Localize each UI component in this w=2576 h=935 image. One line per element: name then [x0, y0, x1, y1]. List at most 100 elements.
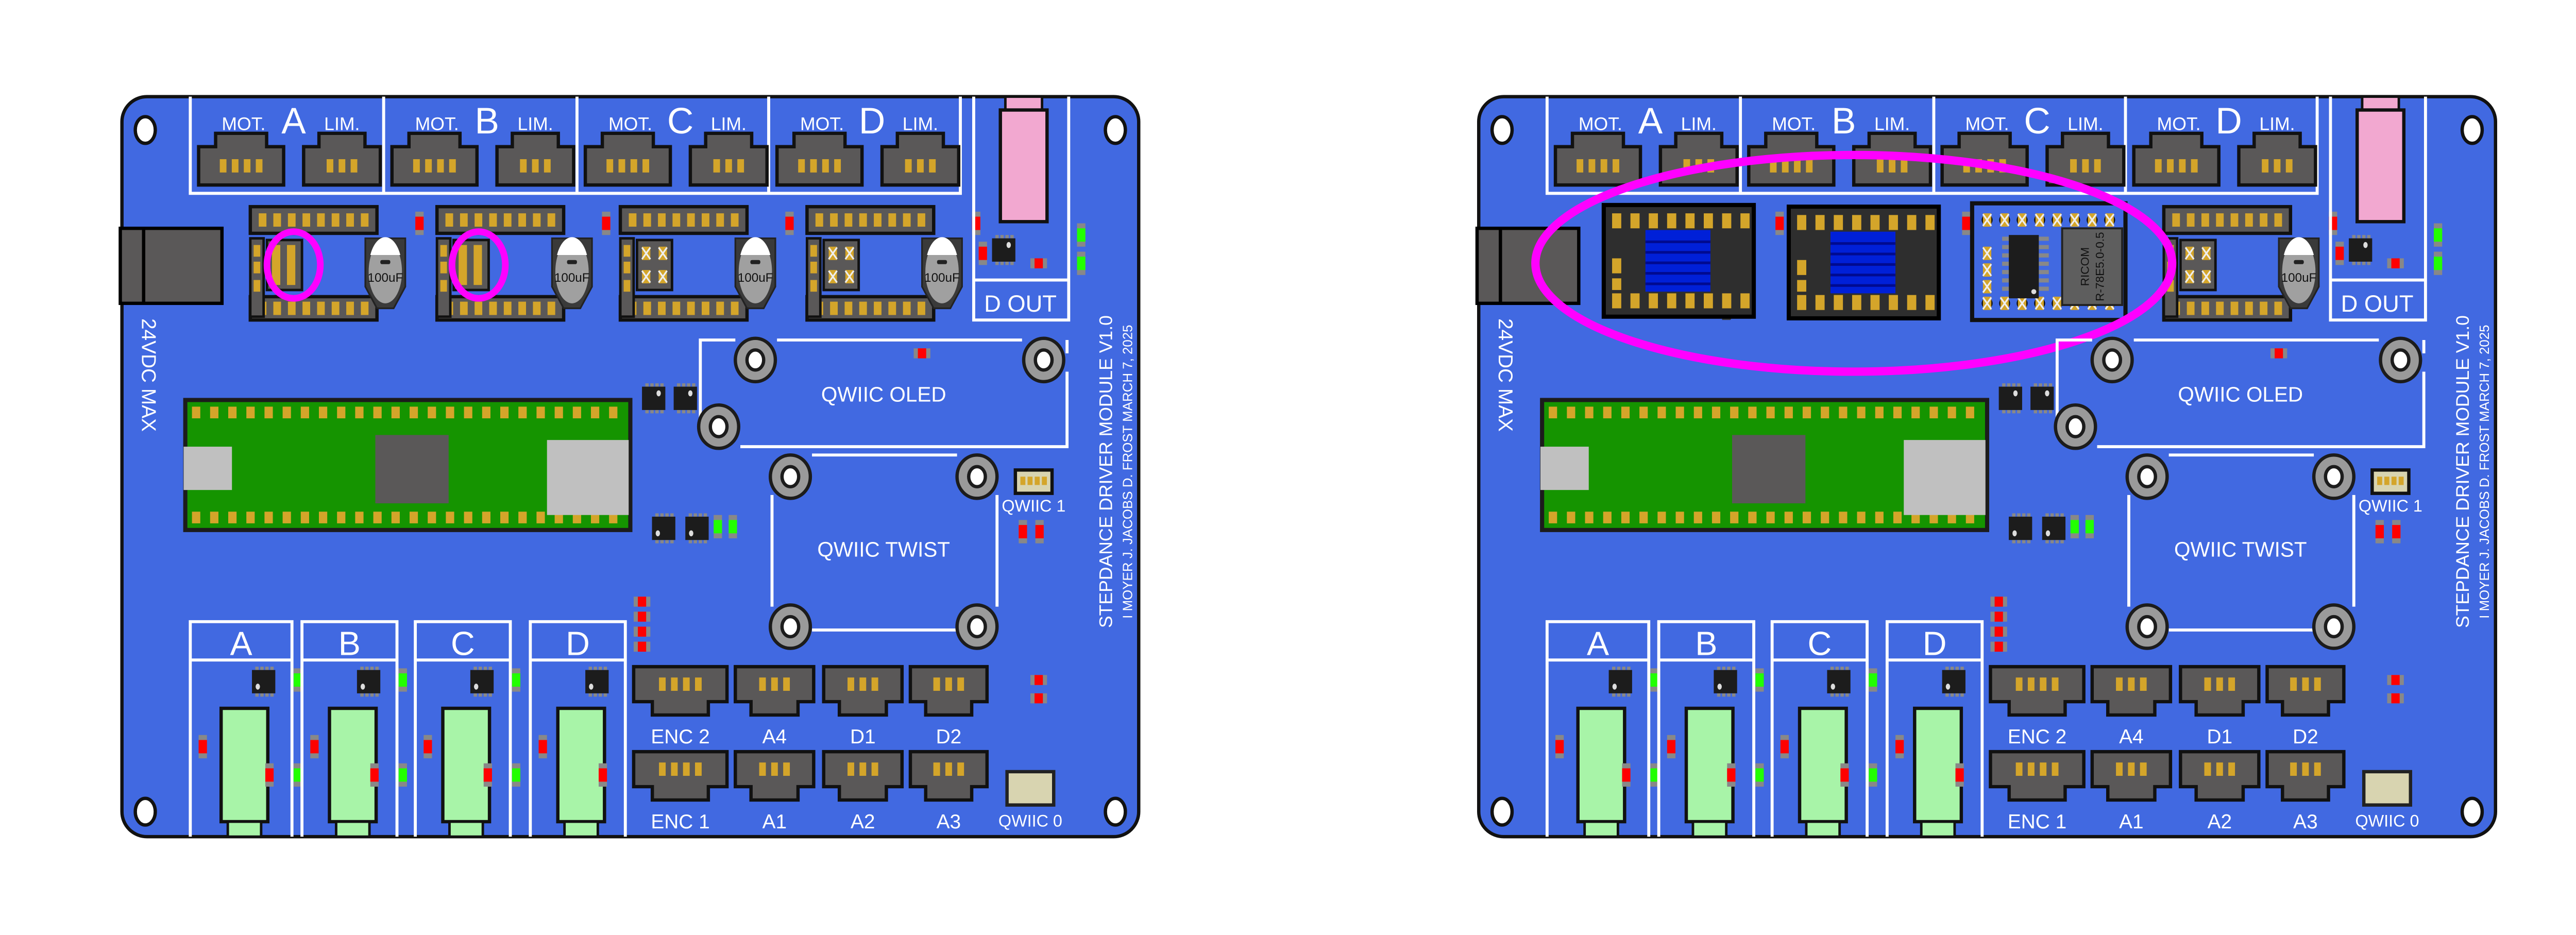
qwiic-pin [2377, 477, 2382, 485]
led-lens [1869, 768, 1877, 782]
red-led [913, 348, 930, 359]
io-label: D1 [2207, 726, 2233, 748]
header-body [248, 295, 379, 322]
led-lens [1755, 673, 1764, 687]
ic-body [357, 670, 381, 693]
usb-port [1540, 447, 1589, 490]
connector-pin [2274, 159, 2281, 173]
config-pin [440, 261, 447, 274]
ic-pin [483, 693, 487, 697]
ic-pin [1950, 667, 1954, 670]
led-lens [1622, 768, 1631, 782]
ic-pin [1727, 667, 1731, 670]
connector-pin [2302, 677, 2309, 691]
config-header [619, 237, 635, 318]
pico-pin [318, 512, 328, 523]
driver-pin [1797, 260, 1806, 275]
motor-label: MOT. [222, 113, 265, 134]
header-pin [445, 213, 453, 227]
green-led [2070, 515, 2079, 538]
ic-pin [588, 693, 592, 697]
connector-pin [917, 159, 924, 173]
green-led [1869, 763, 1877, 787]
push-button [328, 706, 378, 824]
x-mark-icon [2035, 213, 2045, 227]
header-pin [917, 301, 925, 315]
jumper-pad [473, 245, 482, 285]
pico-pin [1657, 406, 1666, 419]
io-label: ENC 2 [2008, 726, 2066, 748]
ic-pin [2002, 261, 2012, 266]
board-credits: I MOYER J. JACOBS D. FROST MARCH 7, 2025 [1121, 325, 1135, 618]
driver-pin [1852, 215, 1861, 230]
red-led [310, 735, 319, 759]
pico-pin [246, 406, 255, 419]
highlight-ellipse [1531, 150, 2177, 376]
motor-label: MOT. [1579, 113, 1622, 134]
channel-letter: C [667, 101, 693, 142]
connector-pin [606, 159, 614, 173]
limit-label: LIM. [2067, 113, 2103, 134]
header-pin [643, 301, 651, 315]
red-led [602, 211, 611, 235]
highlight-circle [263, 228, 324, 302]
led-lens [1077, 257, 1086, 270]
mounting-hole [1490, 115, 1514, 145]
green-led [398, 763, 407, 787]
ic-pin [1840, 693, 1844, 697]
red-led [483, 763, 492, 787]
ic-body [1942, 670, 1965, 693]
qwiic-oled-area: QWIIC OLED [2054, 336, 2426, 450]
connector-pin [2128, 762, 2135, 776]
motor-connector [197, 131, 285, 187]
ic-body [1827, 670, 1851, 693]
pico-pin [554, 406, 563, 419]
heatsink-fin [1830, 242, 1896, 245]
button-tab [448, 820, 484, 838]
ic-pin [473, 667, 477, 670]
jumper-pad [272, 245, 281, 285]
x-mark-icon [641, 270, 651, 283]
header-pin [302, 213, 311, 227]
pin1-dot [256, 684, 260, 690]
ic-pin [1010, 261, 1014, 265]
limit-label: LIM. [324, 113, 360, 134]
heatsink-fin [1830, 284, 1896, 287]
ic-pin [2039, 245, 2049, 249]
connector-pin [683, 762, 690, 776]
push-button [556, 706, 606, 824]
motor-connector [2132, 131, 2221, 187]
connector-pin [2116, 762, 2123, 776]
driver-pin [1797, 280, 1806, 292]
standoff-hole [708, 415, 729, 438]
driver-pin [1722, 293, 1732, 309]
limit-connector [2045, 131, 2126, 187]
standoff-hole [2324, 465, 2344, 488]
pico-pin [1585, 512, 1594, 523]
ic-pin [1612, 667, 1616, 670]
io-connector-d2 [908, 665, 989, 717]
led-lens [638, 597, 647, 607]
ic-pin [2012, 513, 2015, 517]
io-label: A4 [2119, 726, 2143, 748]
led-lens [2375, 525, 2384, 538]
pico-pin [1567, 512, 1575, 523]
io-connector-a4 [2090, 665, 2173, 717]
red-led [2335, 242, 2344, 265]
header-pin [302, 301, 311, 315]
header-pin [2172, 213, 2180, 227]
heatsink-fin [1830, 252, 1896, 256]
pico-pin [464, 512, 472, 523]
qwiic-1-connector: QWIIC 1 [1002, 468, 1065, 515]
channel-outline [300, 620, 399, 837]
ic-chip [1998, 383, 2022, 414]
pico-pin [373, 512, 382, 523]
red-led [2387, 258, 2404, 268]
ic-pin [2367, 235, 2371, 239]
header-pin [687, 213, 695, 227]
led-lens [198, 740, 207, 754]
connector-pin [1613, 159, 1619, 173]
